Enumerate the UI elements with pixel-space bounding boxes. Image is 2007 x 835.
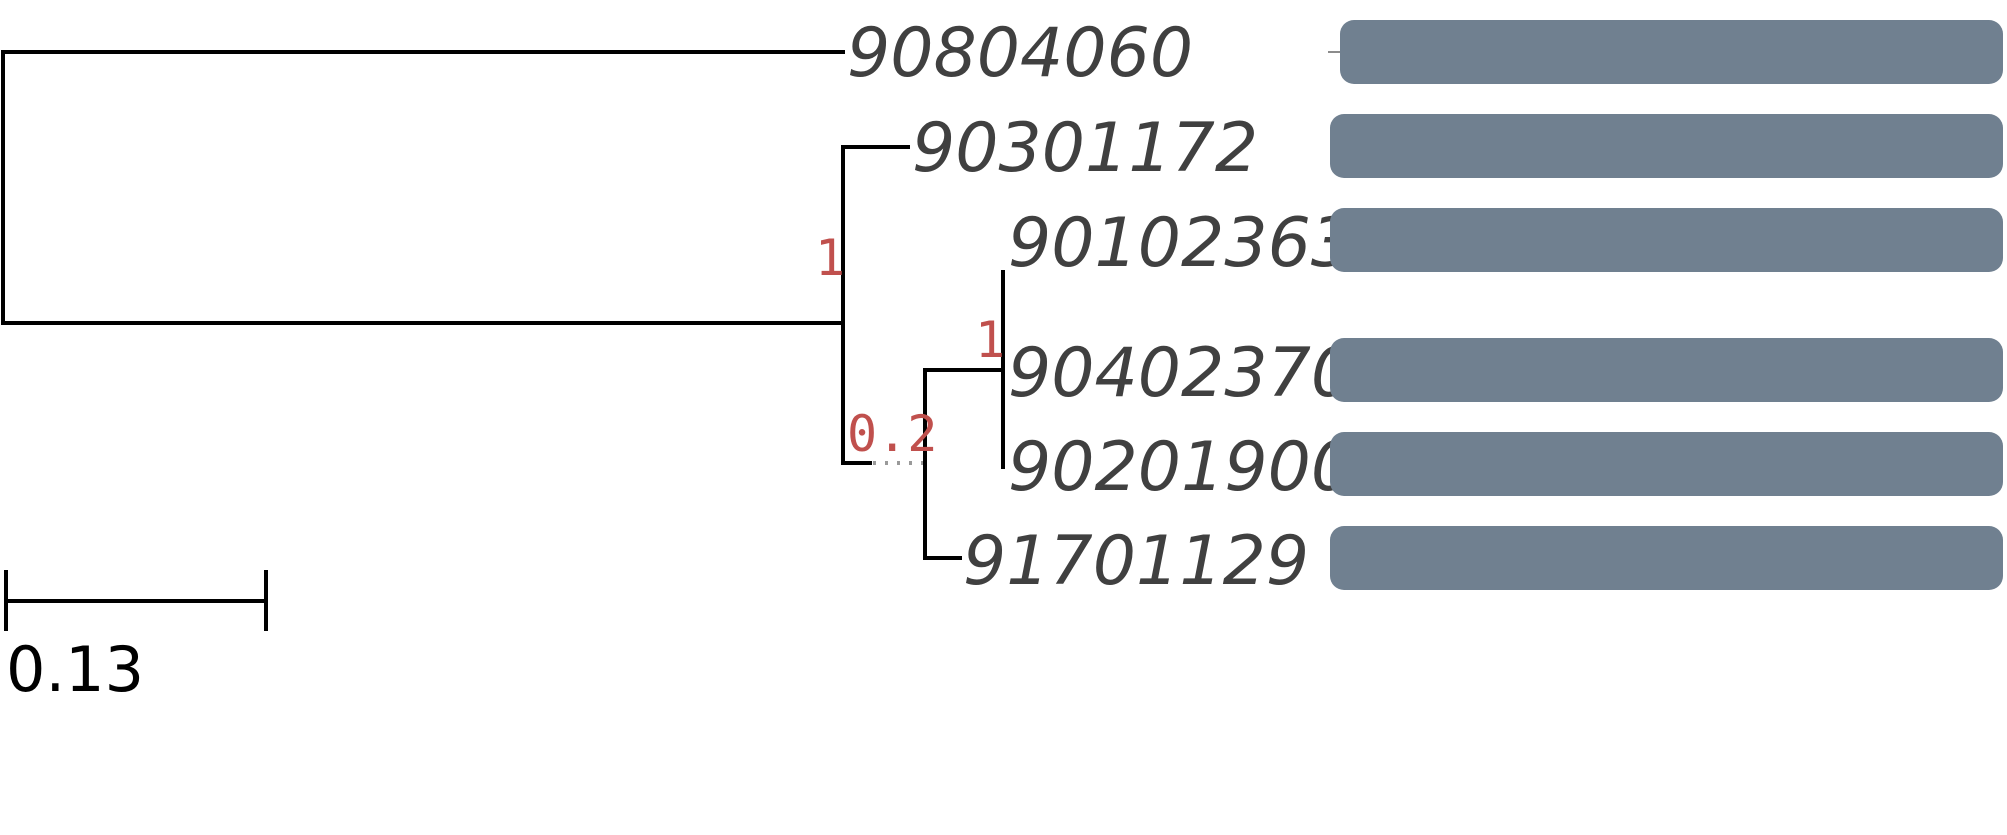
leaf-label-90102363: 90102363 [1008, 204, 1354, 283]
leaf-label-90402370: 90402370 [1008, 334, 1354, 413]
domain-bar-90301172 [1330, 114, 2003, 178]
support-value-subclade: 0.2 [847, 405, 937, 463]
leaf-label-90804060: 90804060 [847, 14, 1193, 93]
leaf-label-91701129: 91701129 [963, 522, 1309, 601]
scale-bar-label: 0.13 [6, 633, 144, 706]
domain-bar-90402370 [1330, 338, 2003, 402]
leaf-label-90301172: 90301172 [912, 109, 1258, 188]
domain-bar-91701129 [1330, 526, 2003, 590]
domain-bar-90804060 [1340, 20, 2003, 84]
domain-bar-90102363 [1330, 208, 2003, 272]
scale-bar [4, 570, 268, 631]
support-value-polytomy: 1 [975, 311, 1005, 369]
support-value-inner-clade: 1 [815, 229, 845, 287]
domain-bar-90201900 [1330, 432, 2003, 496]
leaf-label-90201900: 90201900 [1008, 428, 1354, 507]
